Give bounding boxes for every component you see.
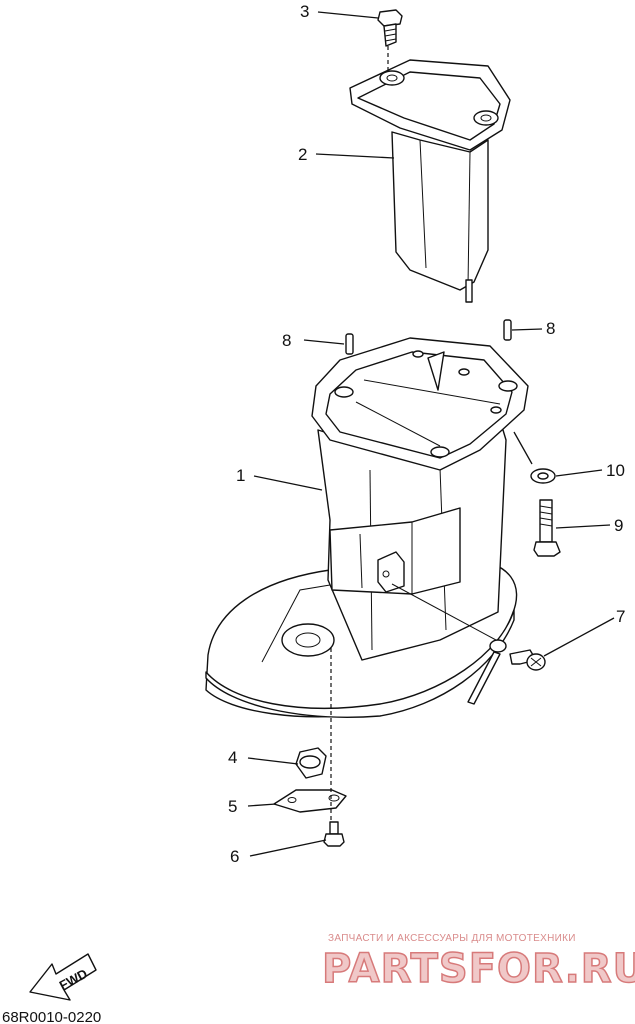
watermark-tagline: ЗАПЧАСТИ И АКСЕССУАРЫ ДЛЯ МОТОТЕХНИКИ (328, 933, 576, 944)
part-3-bolt[interactable] (377, 9, 403, 47)
callout-8-right: 8 (546, 319, 555, 338)
callout-8-left: 8 (282, 331, 291, 350)
watermark-brand: PARTSFOR.RU (322, 946, 635, 992)
part-1-drive-shaft-housing[interactable] (205, 337, 529, 718)
part-4-grommet[interactable] (295, 747, 327, 779)
callout-7: 7 (616, 607, 625, 626)
callout-4: 4 (228, 748, 237, 767)
callout-3: 3 (300, 2, 309, 21)
part-6-bolt[interactable] (323, 821, 345, 847)
callout-9: 9 (614, 516, 623, 535)
part-9-bolt[interactable] (533, 499, 561, 557)
callout-5: 5 (228, 797, 237, 816)
callout-2: 2 (298, 145, 307, 164)
part-2-upper-casing[interactable] (349, 59, 511, 303)
callout-10: 10 (606, 461, 625, 480)
callout-6: 6 (230, 847, 239, 866)
part-8-dowel-pin-left[interactable] (345, 333, 354, 355)
leader-lines (247, 11, 615, 857)
fwd-arrow-icon: FWD (29, 953, 97, 1001)
part-7-ground-screw[interactable] (391, 583, 546, 705)
part-10-washer[interactable] (530, 468, 556, 484)
part-8-dowel-pin-right[interactable] (503, 319, 512, 341)
callout-1: 1 (236, 466, 245, 485)
part-5-plate[interactable] (273, 789, 347, 813)
diagram-code: 68R0010-0220 (2, 1009, 101, 1024)
